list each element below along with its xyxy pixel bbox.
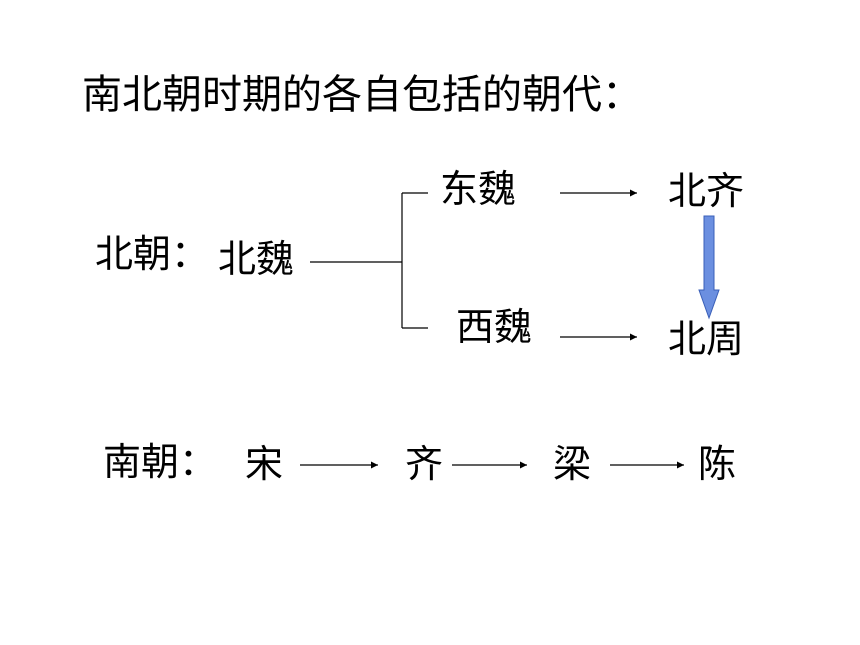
eastern-wei-node: 东魏 (440, 167, 517, 211)
south-dynasties-label: 南朝： (103, 440, 218, 484)
song-node: 宋 (245, 442, 284, 486)
northern-qi-node: 北齐 (668, 169, 745, 213)
liang-node: 梁 (553, 442, 592, 486)
northern-wei-node: 北魏 (218, 237, 295, 281)
qi-node: 齐 (405, 442, 444, 486)
north-dynasties-label: 北朝： (95, 232, 210, 276)
chen-node: 陈 (698, 442, 737, 486)
page-title: 南北朝时期的各自包括的朝代： (82, 72, 642, 118)
northern-zhou-node: 北周 (668, 317, 745, 361)
qi-to-zhou-block-arrow (698, 215, 720, 320)
western-wei-node: 西魏 (456, 305, 533, 349)
